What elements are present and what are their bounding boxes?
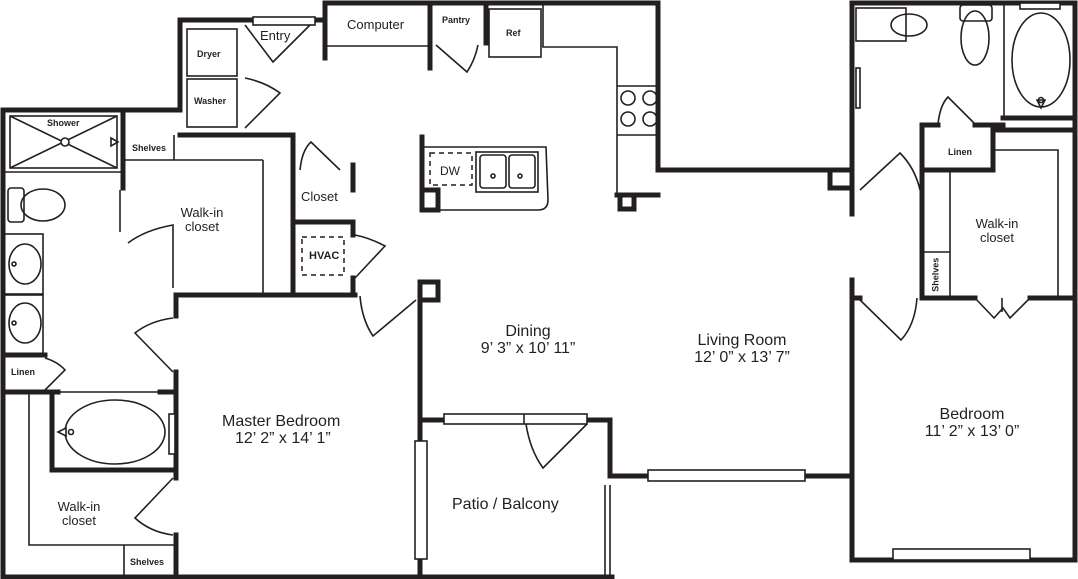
room-label-shelves-bottom: Shelves (130, 557, 165, 567)
room-label-closet: Closet (301, 189, 338, 204)
room-label-computer: Computer (347, 17, 405, 32)
room-label-dryer: Dryer (197, 49, 221, 59)
room-label-dining: Dining 9’ 3” x 10’ 11” (480, 323, 576, 357)
room-label-bedroom: Bedroom 11’ 2” x 13’ 0” (924, 406, 1020, 440)
room-label-shelves-bedroom: Shelves (930, 257, 941, 292)
room-label-linen-bedroom: Linen (948, 147, 972, 157)
room-label-hvac: HVAC (309, 250, 340, 262)
room-label-walkin-bedroom: Walk-in closet (975, 216, 1019, 245)
room-label-ref: Ref (506, 28, 521, 38)
room-label-patio: Patio / Balcony (452, 496, 559, 513)
room-label-pantry: Pantry (442, 15, 471, 25)
room-label-shelves-top: Shelves (132, 143, 167, 153)
room-label-entry: Entry (260, 28, 291, 43)
room-label-dw: DW (440, 164, 460, 178)
room-label-shower: Shower (47, 118, 80, 128)
room-label-walkin-master-bottom: Walk-in closet (57, 499, 101, 528)
room-label-washer: Washer (194, 96, 227, 106)
room-label-living-room: Living Room 12’ 0” x 13’ 7” (694, 332, 790, 366)
room-label-linen-master: Linen (11, 367, 35, 377)
room-label-master-bedroom: Master Bedroom 12’ 2” x 14’ 1” (222, 413, 341, 447)
room-label-walkin-master-top: Walk-in closet (180, 205, 224, 234)
